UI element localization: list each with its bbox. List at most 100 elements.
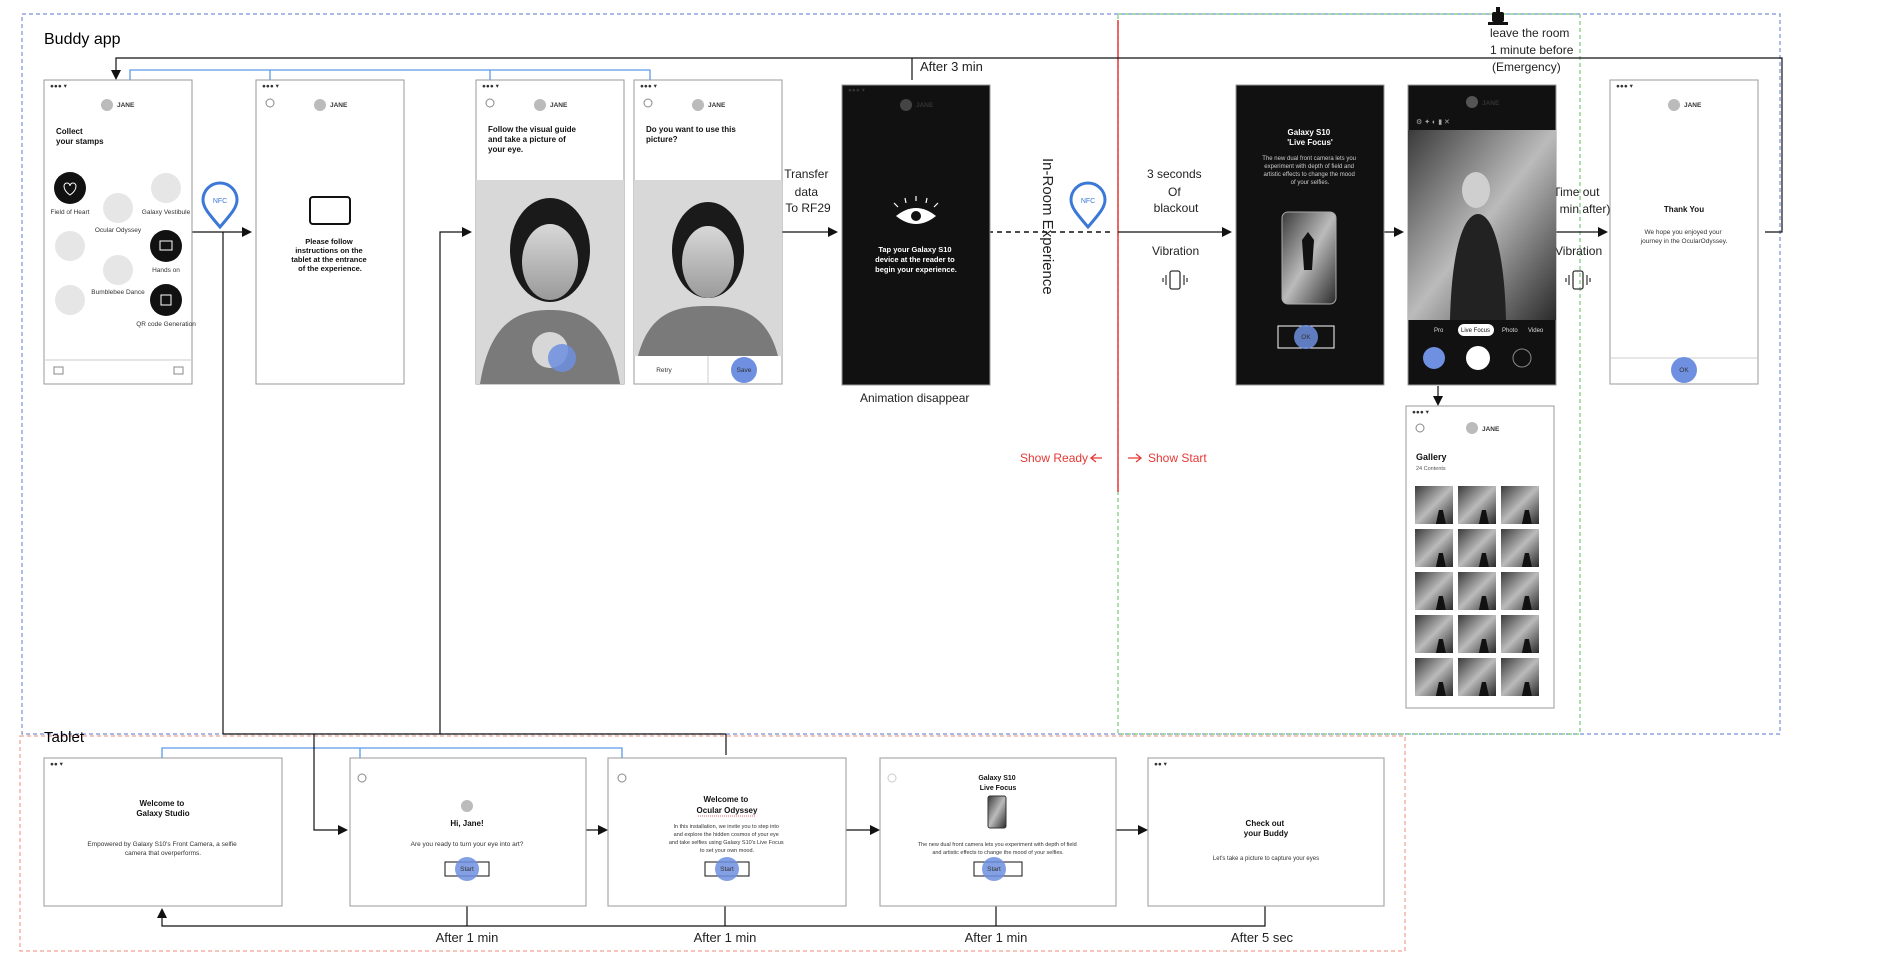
vibration-label-2: Vibration xyxy=(1555,244,1602,258)
blackout-label: 3 seconds Of blackout xyxy=(1147,167,1205,215)
svg-text:Check out your Buddy: Check out your Buddy xyxy=(1244,819,1289,838)
gallery-thumbnail[interactable] xyxy=(1501,572,1539,610)
emergency-icon xyxy=(1488,7,1508,25)
switch-camera-button[interactable] xyxy=(1512,348,1532,368)
svg-text:Welcome to Galaxy Studio: Welcome to Galaxy Studio xyxy=(136,799,189,818)
tablet-timeout-return xyxy=(157,906,1266,927)
gallery-screen: ●●● ▾ JANE Gallery 24 Contents xyxy=(1405,405,1555,709)
thank-ok-button[interactable] xyxy=(1671,357,1697,383)
tablet-section xyxy=(19,735,1406,952)
svg-text:The new dual front camera lets: The new dual front camera lets you exper… xyxy=(1262,156,1357,186)
vibration-icon xyxy=(1565,270,1591,290)
retry-button[interactable]: Retry xyxy=(656,367,672,374)
gallery-thumbnail-figure xyxy=(1521,510,1532,524)
svg-text:Start: Start xyxy=(720,866,734,873)
gallery-thumbnail-figure xyxy=(1521,553,1532,567)
svg-text:Follow the visual guide: Follow the visual guide and take a pictu… xyxy=(488,125,578,154)
gallery-thumbnail-figure xyxy=(1435,510,1446,524)
gallery-thumbnail-figure xyxy=(1478,639,1489,653)
svg-text:NFC: NFC xyxy=(1081,198,1095,205)
svg-text:Gallery: Gallery xyxy=(1416,452,1447,462)
tablet-ocular-screen: Welcome to Ocular Odyssey In this instal… xyxy=(607,757,847,907)
stamp-hands-on xyxy=(150,230,182,262)
svg-text:Empowered by Galaxy S10's Fron: Empowered by Galaxy S10's Front Camera, … xyxy=(87,841,238,857)
gallery-thumbnail[interactable] xyxy=(1501,486,1539,524)
svg-text:●●● ▾: ●●● ▾ xyxy=(640,83,658,90)
svg-text:Are you ready to turn your eye: Are you ready to turn your eye into art? xyxy=(411,841,524,848)
tablet-hi-screen: Hi, Jane! Are you ready to turn your eye… xyxy=(349,757,587,907)
leave-room-label: leave the room 1 minute before (Emergenc… xyxy=(1490,26,1577,74)
svg-text:●● ▾: ●● ▾ xyxy=(50,761,64,768)
svg-text:●●● ▾: ●●● ▾ xyxy=(50,83,68,90)
gallery-thumbnail[interactable] xyxy=(1458,486,1496,524)
gallery-thumbnail[interactable] xyxy=(1415,486,1453,524)
tablet-welcome-screen: ●● ▾ Welcome to Galaxy Studio Empowered … xyxy=(43,757,283,907)
gallery-thumbnail[interactable] xyxy=(1458,658,1496,696)
gallery-thumbnail[interactable] xyxy=(1501,529,1539,567)
svg-text:Do you want to use this: Do you want to use this picture? xyxy=(646,125,738,144)
gallery-thumbnail[interactable] xyxy=(1501,658,1539,696)
svg-text:Thank You: Thank You xyxy=(1664,205,1704,214)
show-start-label: Show Start xyxy=(1148,451,1207,465)
buddy-app-section xyxy=(21,13,1781,735)
svg-text:JANE: JANE xyxy=(1482,426,1500,433)
use-picture-screen: ●●● ▾ JANE Do you want to use this pictu… xyxy=(633,79,783,385)
svg-text:Pro: Pro xyxy=(1434,328,1444,334)
svg-text:Let's take a picture to captur: Let's take a picture to capture your eye… xyxy=(1213,856,1319,862)
after-1-min-label-2: After 1 min xyxy=(694,930,757,945)
arrow-buddy-to-hi xyxy=(313,734,348,835)
svg-text:Start: Start xyxy=(460,866,474,873)
svg-text:Save: Save xyxy=(737,367,752,374)
animation-disappear-label: Animation disappear xyxy=(860,391,969,405)
stamps-screen: ●●● ▾ JANE Collect your stamps Field of … xyxy=(43,79,196,385)
eye-icon xyxy=(893,196,939,224)
guide-screen: ●●● ▾ JANE Follow the visual guide and t… xyxy=(475,79,625,385)
gallery-thumbnail[interactable] xyxy=(1501,615,1539,653)
vibration-icon xyxy=(1162,270,1188,290)
svg-text:Field of Heart: Field of Heart xyxy=(50,209,89,216)
svg-text:●●● ▾: ●●● ▾ xyxy=(848,87,866,94)
after-3-min-label: After 3 min xyxy=(920,59,983,74)
svg-text:Galaxy S10 Live Focus: Galaxy S10 Live Focus xyxy=(978,775,1017,792)
svg-text:Video: Video xyxy=(1528,328,1544,334)
svg-text:JANE: JANE xyxy=(117,102,135,109)
svg-text:⚙ ✦ ◐ ▮ ✕: ⚙ ✦ ◐ ▮ ✕ xyxy=(1416,118,1450,126)
svg-text:Bumblebee Dance: Bumblebee Dance xyxy=(91,289,145,296)
gallery-grid xyxy=(1415,486,1539,696)
after-1-min-label-1: After 1 min xyxy=(436,930,499,945)
shutter-button[interactable] xyxy=(1466,346,1490,370)
svg-text:Photo: Photo xyxy=(1502,328,1518,334)
gallery-thumbnail[interactable] xyxy=(1415,658,1453,696)
gallery-thumb-button[interactable] xyxy=(1423,347,1445,369)
in-room-label: In-Room Experience xyxy=(1039,158,1056,295)
gallery-thumbnail[interactable] xyxy=(1415,615,1453,653)
svg-text:NFC: NFC xyxy=(213,198,227,205)
tablet-livefocus-screen: Galaxy S10 Live Focus The new dual front… xyxy=(879,757,1117,907)
stamp-qr xyxy=(150,284,182,316)
after-5-sec-label: After 5 sec xyxy=(1231,930,1294,945)
svg-text:24 Contents: 24 Contents xyxy=(1416,466,1446,472)
gallery-thumbnail-figure xyxy=(1521,596,1532,610)
arrow-tablet-to-guide xyxy=(439,227,472,734)
gallery-thumbnail[interactable] xyxy=(1458,529,1496,567)
svg-text:JANE: JANE xyxy=(550,102,568,109)
svg-text:OK: OK xyxy=(1301,334,1311,341)
show-start-arrow xyxy=(1128,453,1143,463)
tap-screen: ●●● ▾ JANE Tap your Galaxy S10 device at… xyxy=(841,84,991,386)
svg-text:Welcome to Ocular Odysse: Welcome to Ocular Odyssey xyxy=(697,795,758,815)
save-button[interactable] xyxy=(731,357,757,383)
gallery-thumbnail-figure xyxy=(1478,553,1489,567)
svg-text:Tap your Galaxy S10 devi: Tap your Galaxy S10 device at the reader… xyxy=(875,245,957,274)
gallery-thumbnail[interactable] xyxy=(1458,572,1496,610)
svg-text:JANE: JANE xyxy=(1684,102,1702,109)
svg-text:JANE: JANE xyxy=(708,102,726,109)
gallery-thumbnail[interactable] xyxy=(1415,529,1453,567)
tablet-title: Tablet xyxy=(44,729,85,746)
gallery-thumbnail[interactable] xyxy=(1415,572,1453,610)
thank-you-screen: ●●● ▾ JANE Thank You We hope you enjoyed… xyxy=(1609,79,1759,385)
buddy-app-title: Buddy app xyxy=(44,31,121,48)
svg-text:Galaxy Vestibule: Galaxy Vestibule xyxy=(142,209,191,216)
transfer-data-label: Transfer data To RF29 xyxy=(784,167,832,215)
gallery-thumbnail[interactable] xyxy=(1458,615,1496,653)
